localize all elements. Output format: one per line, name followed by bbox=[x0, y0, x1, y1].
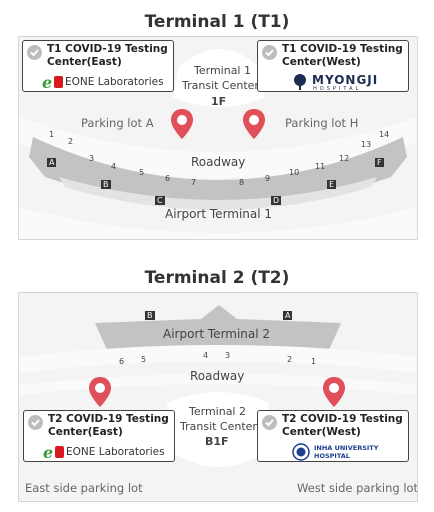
t1-outer-road bbox=[19, 117, 417, 178]
t2-terminal-building bbox=[95, 305, 341, 359]
t1-gate-number: 4 bbox=[111, 162, 117, 171]
t1-bottom-band bbox=[19, 207, 417, 239]
t2-terminal-label: Airport Terminal 2 bbox=[163, 327, 271, 341]
t2-roadway: Roadway bbox=[190, 369, 245, 383]
t2-roadway-band bbox=[19, 374, 417, 395]
myongji-tree-icon bbox=[294, 74, 306, 90]
t1-pin-west bbox=[243, 109, 265, 139]
t2-map-drawing bbox=[19, 305, 417, 467]
t2-transit-center-line1: Terminal 2 bbox=[189, 405, 246, 418]
t1-gate-number: 8 bbox=[239, 178, 245, 187]
check-icon bbox=[262, 45, 277, 60]
t1-parking-a: Parking lot A bbox=[81, 116, 154, 130]
eone-logo-text: EONE Laboratories bbox=[66, 446, 165, 458]
t2-west-testing-center-card[interactable]: T2 COVID-19 Testing Center(West) INHA UN… bbox=[257, 410, 409, 462]
t1-east-card-title: T1 COVID-19 Testing Center(East) bbox=[47, 43, 168, 68]
t1-gate-number: 13 bbox=[361, 140, 372, 149]
t2-parking-west: West side parking lot bbox=[297, 481, 418, 495]
t1-zone-marker: C bbox=[155, 196, 165, 205]
t2-heading: Terminal 2 (T2) bbox=[144, 268, 290, 288]
t2-zone-marker: A bbox=[283, 311, 293, 320]
t1-gate-number: 9 bbox=[265, 174, 271, 183]
t2-parking-east: East side parking lot bbox=[25, 481, 143, 495]
inha-logo-text: INHA UNIVERSITY bbox=[314, 444, 379, 452]
t2-transit-center-area bbox=[167, 392, 269, 467]
myongji-logo-subtext: HOSPITAL bbox=[313, 86, 362, 92]
eone-logo: e EONE Laboratories bbox=[23, 73, 175, 91]
myongji-logo-text: MYONGJI bbox=[312, 73, 379, 87]
t1-gate-number: 5 bbox=[139, 168, 145, 177]
t2-gate-number: 6 bbox=[119, 357, 125, 366]
t2-gate-number: 5 bbox=[141, 355, 147, 364]
t1-transit-center-line2: Transit Center bbox=[182, 79, 259, 92]
inha-logo: INHA UNIVERSITY HOSPITAL bbox=[258, 443, 410, 461]
t2-pin-west bbox=[323, 377, 345, 407]
t1-gate-number: 6 bbox=[165, 174, 171, 183]
eone-logo: e EONE Laboratories bbox=[24, 443, 176, 461]
t1-gate-number: 2 bbox=[68, 137, 74, 146]
t1-zone-marker: D bbox=[271, 196, 282, 205]
t1-west-testing-center-card[interactable]: T1 COVID-19 Testing Center(West) MYONGJI… bbox=[257, 40, 409, 92]
t2-zone-marker: B bbox=[145, 311, 155, 320]
t1-pin-east bbox=[171, 109, 193, 139]
eone-logo-text: EONE Laboratories bbox=[65, 76, 164, 88]
t2-gate-number: 3 bbox=[225, 351, 231, 360]
myongji-logo: MYONGJI HOSPITAL bbox=[258, 73, 410, 92]
inha-seal-icon bbox=[292, 443, 310, 461]
t1-gate-number: 10 bbox=[289, 168, 300, 177]
t1-parking-h: Parking lot H bbox=[285, 116, 359, 130]
t1-zone-marker: E bbox=[327, 180, 337, 189]
t1-terminal-label: Airport Terminal 1 bbox=[165, 207, 273, 221]
t2-west-card-title: T2 COVID-19 Testing Center(West) bbox=[282, 413, 403, 438]
t1-terminal-building bbox=[29, 137, 407, 207]
t2-gate-number: 1 bbox=[311, 357, 317, 366]
t2-outer-road bbox=[19, 345, 417, 373]
check-icon bbox=[27, 45, 42, 60]
t2-map: Airport Terminal 2 Roadway Terminal 2 Tr… bbox=[18, 292, 418, 502]
t1-gate-number: 14 bbox=[379, 130, 390, 139]
t1-transit-center-line1: Terminal 1 bbox=[194, 64, 251, 77]
t1-gate-number: 1 bbox=[49, 130, 55, 139]
t2-gate-number: 4 bbox=[203, 351, 209, 360]
t1-zone-marker: B bbox=[101, 180, 111, 189]
check-icon bbox=[28, 415, 43, 430]
check-icon bbox=[262, 415, 277, 430]
t2-gate-number: 2 bbox=[287, 355, 293, 364]
e-one-logo-icon: e bbox=[42, 73, 63, 91]
t1-zone-marker: A bbox=[47, 158, 57, 167]
t1-gate-number: 12 bbox=[339, 154, 350, 163]
t1-roadway-band bbox=[59, 177, 377, 210]
t2-transit-center-line2: Transit Center bbox=[180, 420, 257, 433]
t1-gate-number: 3 bbox=[89, 154, 95, 163]
t1-map: Terminal 1 Transit Center 1F Parking lot… bbox=[18, 36, 418, 240]
t1-east-testing-center-card[interactable]: T1 COVID-19 Testing Center(East) e EONE … bbox=[22, 40, 174, 92]
t1-gate-number: 7 bbox=[191, 178, 197, 187]
t2-pin-east bbox=[89, 377, 111, 407]
t1-transit-center-area bbox=[173, 49, 265, 107]
t1-map-drawing bbox=[19, 49, 417, 239]
t2-east-card-title: T2 COVID-19 Testing Center(East) bbox=[48, 413, 169, 438]
svg-text:e: e bbox=[43, 443, 53, 461]
t1-heading: Terminal 1 (T1) bbox=[144, 12, 290, 32]
inha-logo-subtext: HOSPITAL bbox=[314, 452, 350, 460]
svg-text:e: e bbox=[42, 73, 52, 91]
t2-transit-center-floor: B1F bbox=[205, 435, 229, 448]
t1-zone-marker: F bbox=[375, 158, 384, 167]
t1-roadway: Roadway bbox=[191, 155, 246, 169]
t2-east-testing-center-card[interactable]: T2 COVID-19 Testing Center(East) e EONE … bbox=[23, 410, 175, 462]
t1-transit-center-floor: 1F bbox=[211, 95, 227, 108]
t1-west-card-title: T1 COVID-19 Testing Center(West) bbox=[282, 43, 403, 68]
e-one-logo-icon: e bbox=[43, 443, 64, 461]
t1-gate-number: 11 bbox=[315, 162, 326, 171]
